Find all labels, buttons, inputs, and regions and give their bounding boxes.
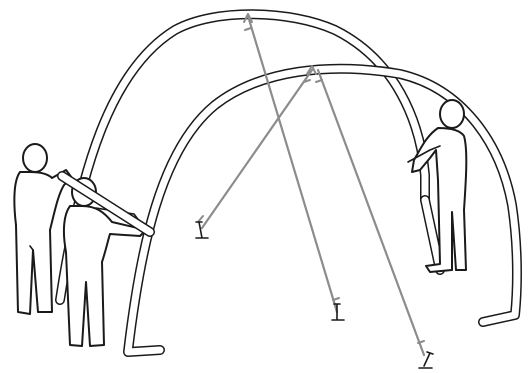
- tension-arrow-icon: [198, 14, 424, 343]
- guy-line-front-to-left-peg: [202, 70, 312, 228]
- tent-peg-icon: [196, 222, 433, 368]
- peg-right: [419, 352, 433, 368]
- guy-line-rear-to-center-peg: [248, 16, 337, 312]
- peg-left: [196, 222, 208, 238]
- rear-arch: [60, 14, 425, 300]
